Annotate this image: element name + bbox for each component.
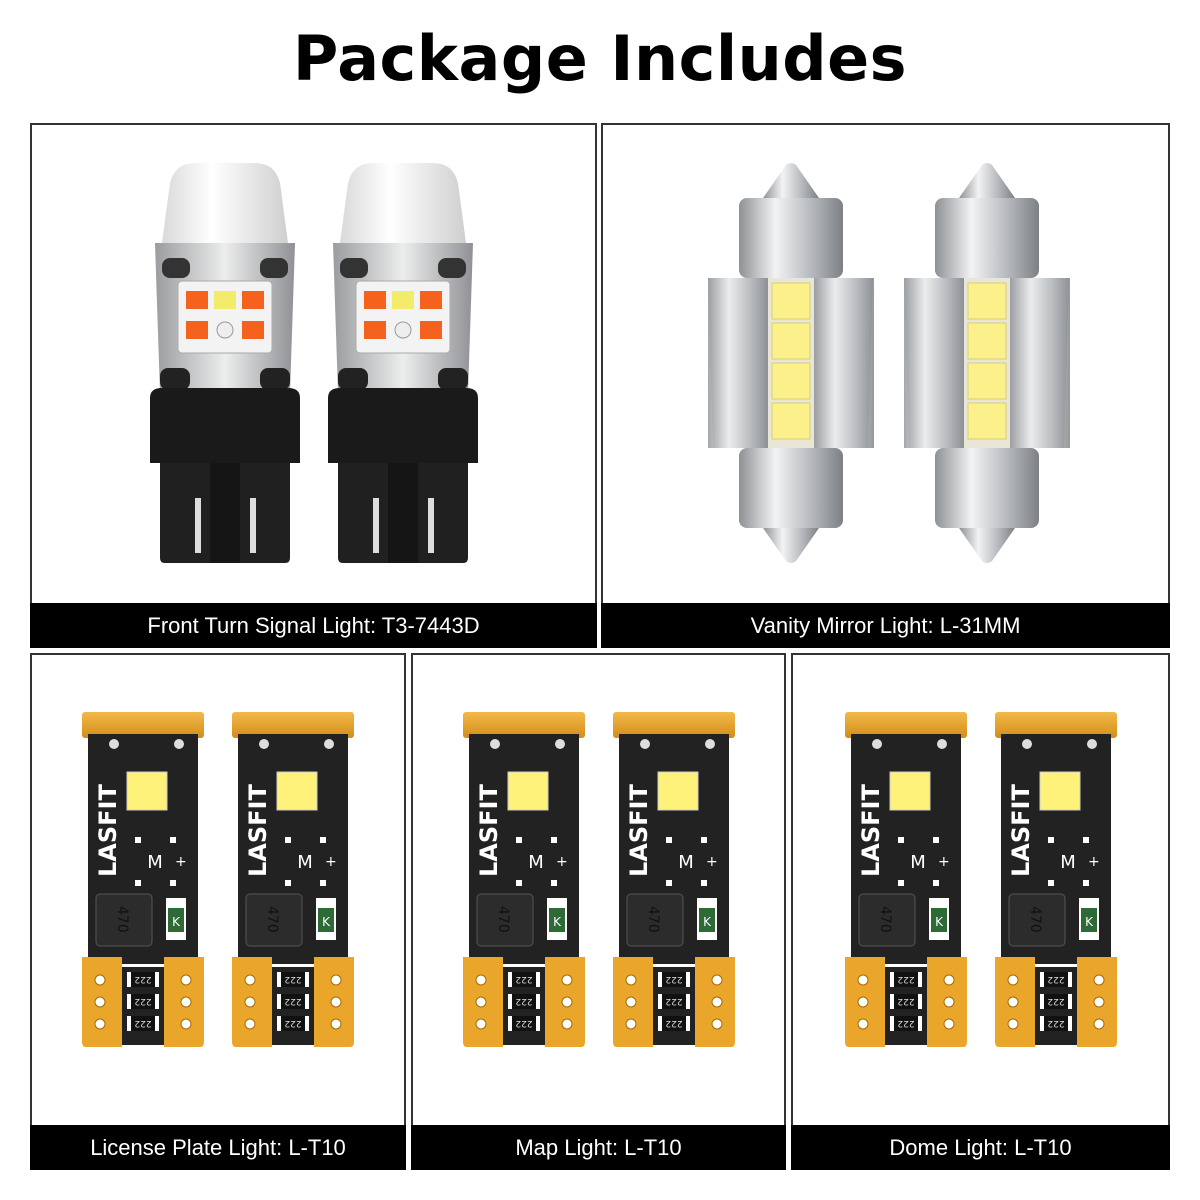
svg-text:470: 470 bbox=[264, 906, 280, 933]
svg-text:K: K bbox=[935, 915, 944, 929]
svg-text:222: 222 bbox=[1047, 996, 1064, 1006]
svg-text:470: 470 bbox=[114, 906, 130, 933]
svg-text:LASFIT: LASFIT bbox=[625, 783, 653, 876]
festoon-bulb bbox=[707, 163, 874, 563]
svg-text:222: 222 bbox=[134, 1018, 151, 1028]
svg-text:470: 470 bbox=[495, 906, 511, 933]
caption: Front Turn Signal Light: T3-7443D bbox=[30, 603, 597, 648]
svg-text:LASFIT: LASFIT bbox=[94, 783, 122, 876]
panel-vanity-mirror: Vanity Mirror Light: L-31MM bbox=[601, 123, 1170, 648]
svg-text:222: 222 bbox=[515, 974, 532, 984]
svg-text:222: 222 bbox=[134, 996, 151, 1006]
svg-text:470: 470 bbox=[645, 906, 661, 933]
page-title: Package Includes bbox=[292, 22, 908, 95]
svg-text:222: 222 bbox=[515, 996, 532, 1006]
svg-text:222: 222 bbox=[284, 996, 301, 1006]
caption: Vanity Mirror Light: L-31MM bbox=[601, 603, 1170, 648]
bulb-pair-festoon bbox=[603, 125, 1168, 601]
panel-dome-light: 222 222 222 LASFIT M + 470 K 222 222 222… bbox=[791, 653, 1170, 1170]
svg-text:+: + bbox=[175, 854, 187, 870]
svg-text:222: 222 bbox=[897, 996, 914, 1006]
bulb-pair-t10: 222 222 222 LASFIT M + 470 K 222 222 222… bbox=[32, 655, 404, 1123]
svg-text:M: M bbox=[910, 852, 926, 873]
svg-text:222: 222 bbox=[665, 996, 682, 1006]
svg-text:222: 222 bbox=[1047, 1018, 1064, 1028]
bulb-pair-t10: 222 222 222 LASFIT M + 470 K 222 222 222… bbox=[793, 655, 1168, 1123]
svg-text:LASFIT: LASFIT bbox=[1007, 783, 1035, 876]
svg-text:K: K bbox=[172, 915, 181, 929]
svg-text:+: + bbox=[325, 854, 337, 870]
t10-bulb: 222 222 222 LASFIT M + 470 K bbox=[82, 711, 204, 1047]
svg-text:222: 222 bbox=[665, 974, 682, 984]
svg-text:M: M bbox=[147, 852, 163, 873]
t10-bulb: 222 222 222 LASFIT M + 470 K bbox=[844, 711, 967, 1047]
svg-text:470: 470 bbox=[877, 906, 893, 933]
bulb-pair-7443 bbox=[32, 125, 595, 601]
caption: Dome Light: L-T10 bbox=[791, 1125, 1170, 1170]
festoon-bulb bbox=[903, 163, 1070, 563]
svg-text:M: M bbox=[1060, 852, 1076, 873]
svg-text:222: 222 bbox=[1047, 974, 1064, 984]
svg-text:222: 222 bbox=[897, 1018, 914, 1028]
svg-text:222: 222 bbox=[897, 974, 914, 984]
svg-text:222: 222 bbox=[284, 1018, 301, 1028]
svg-text:222: 222 bbox=[134, 974, 151, 984]
svg-text:+: + bbox=[706, 854, 718, 870]
panel-front-turn-signal: Front Turn Signal Light: T3-7443D bbox=[30, 123, 597, 648]
svg-text:K: K bbox=[553, 915, 562, 929]
caption: Map Light: L-T10 bbox=[411, 1125, 786, 1170]
svg-text:+: + bbox=[556, 854, 568, 870]
t10-bulb: 222 222 222 LASFIT M + 470 K bbox=[462, 711, 585, 1047]
svg-text:+: + bbox=[938, 854, 950, 870]
7443-bulb bbox=[327, 163, 478, 563]
svg-text:LASFIT: LASFIT bbox=[244, 783, 272, 876]
7443-bulb bbox=[149, 163, 300, 563]
svg-text:LASFIT: LASFIT bbox=[475, 783, 503, 876]
svg-text:K: K bbox=[1085, 915, 1094, 929]
t10-bulb: 222 222 222 LASFIT M + 470 K bbox=[612, 711, 735, 1047]
svg-text:222: 222 bbox=[515, 1018, 532, 1028]
t10-bulb: 222 222 222 LASFIT M + 470 K bbox=[232, 711, 354, 1047]
bulb-pair-t10: 222 222 222 LASFIT M + 470 K 222 222 222… bbox=[413, 655, 784, 1123]
svg-text:K: K bbox=[703, 915, 712, 929]
svg-text:222: 222 bbox=[284, 974, 301, 984]
svg-text:K: K bbox=[322, 915, 331, 929]
svg-text:222: 222 bbox=[665, 1018, 682, 1028]
svg-text:+: + bbox=[1088, 854, 1100, 870]
panel-license-plate: 222 222 222 LASFIT M + 470 K 222 222 222… bbox=[30, 653, 406, 1170]
svg-text:M: M bbox=[297, 852, 313, 873]
svg-text:LASFIT: LASFIT bbox=[857, 783, 885, 876]
t10-bulb: 222 222 222 LASFIT M + 470 K bbox=[994, 711, 1117, 1047]
caption: License Plate Light: L-T10 bbox=[30, 1125, 406, 1170]
svg-text:470: 470 bbox=[1027, 906, 1043, 933]
svg-text:M: M bbox=[678, 852, 694, 873]
svg-text:M: M bbox=[528, 852, 544, 873]
panel-map-light: 222 222 222 LASFIT M + 470 K 222 222 222… bbox=[411, 653, 786, 1170]
